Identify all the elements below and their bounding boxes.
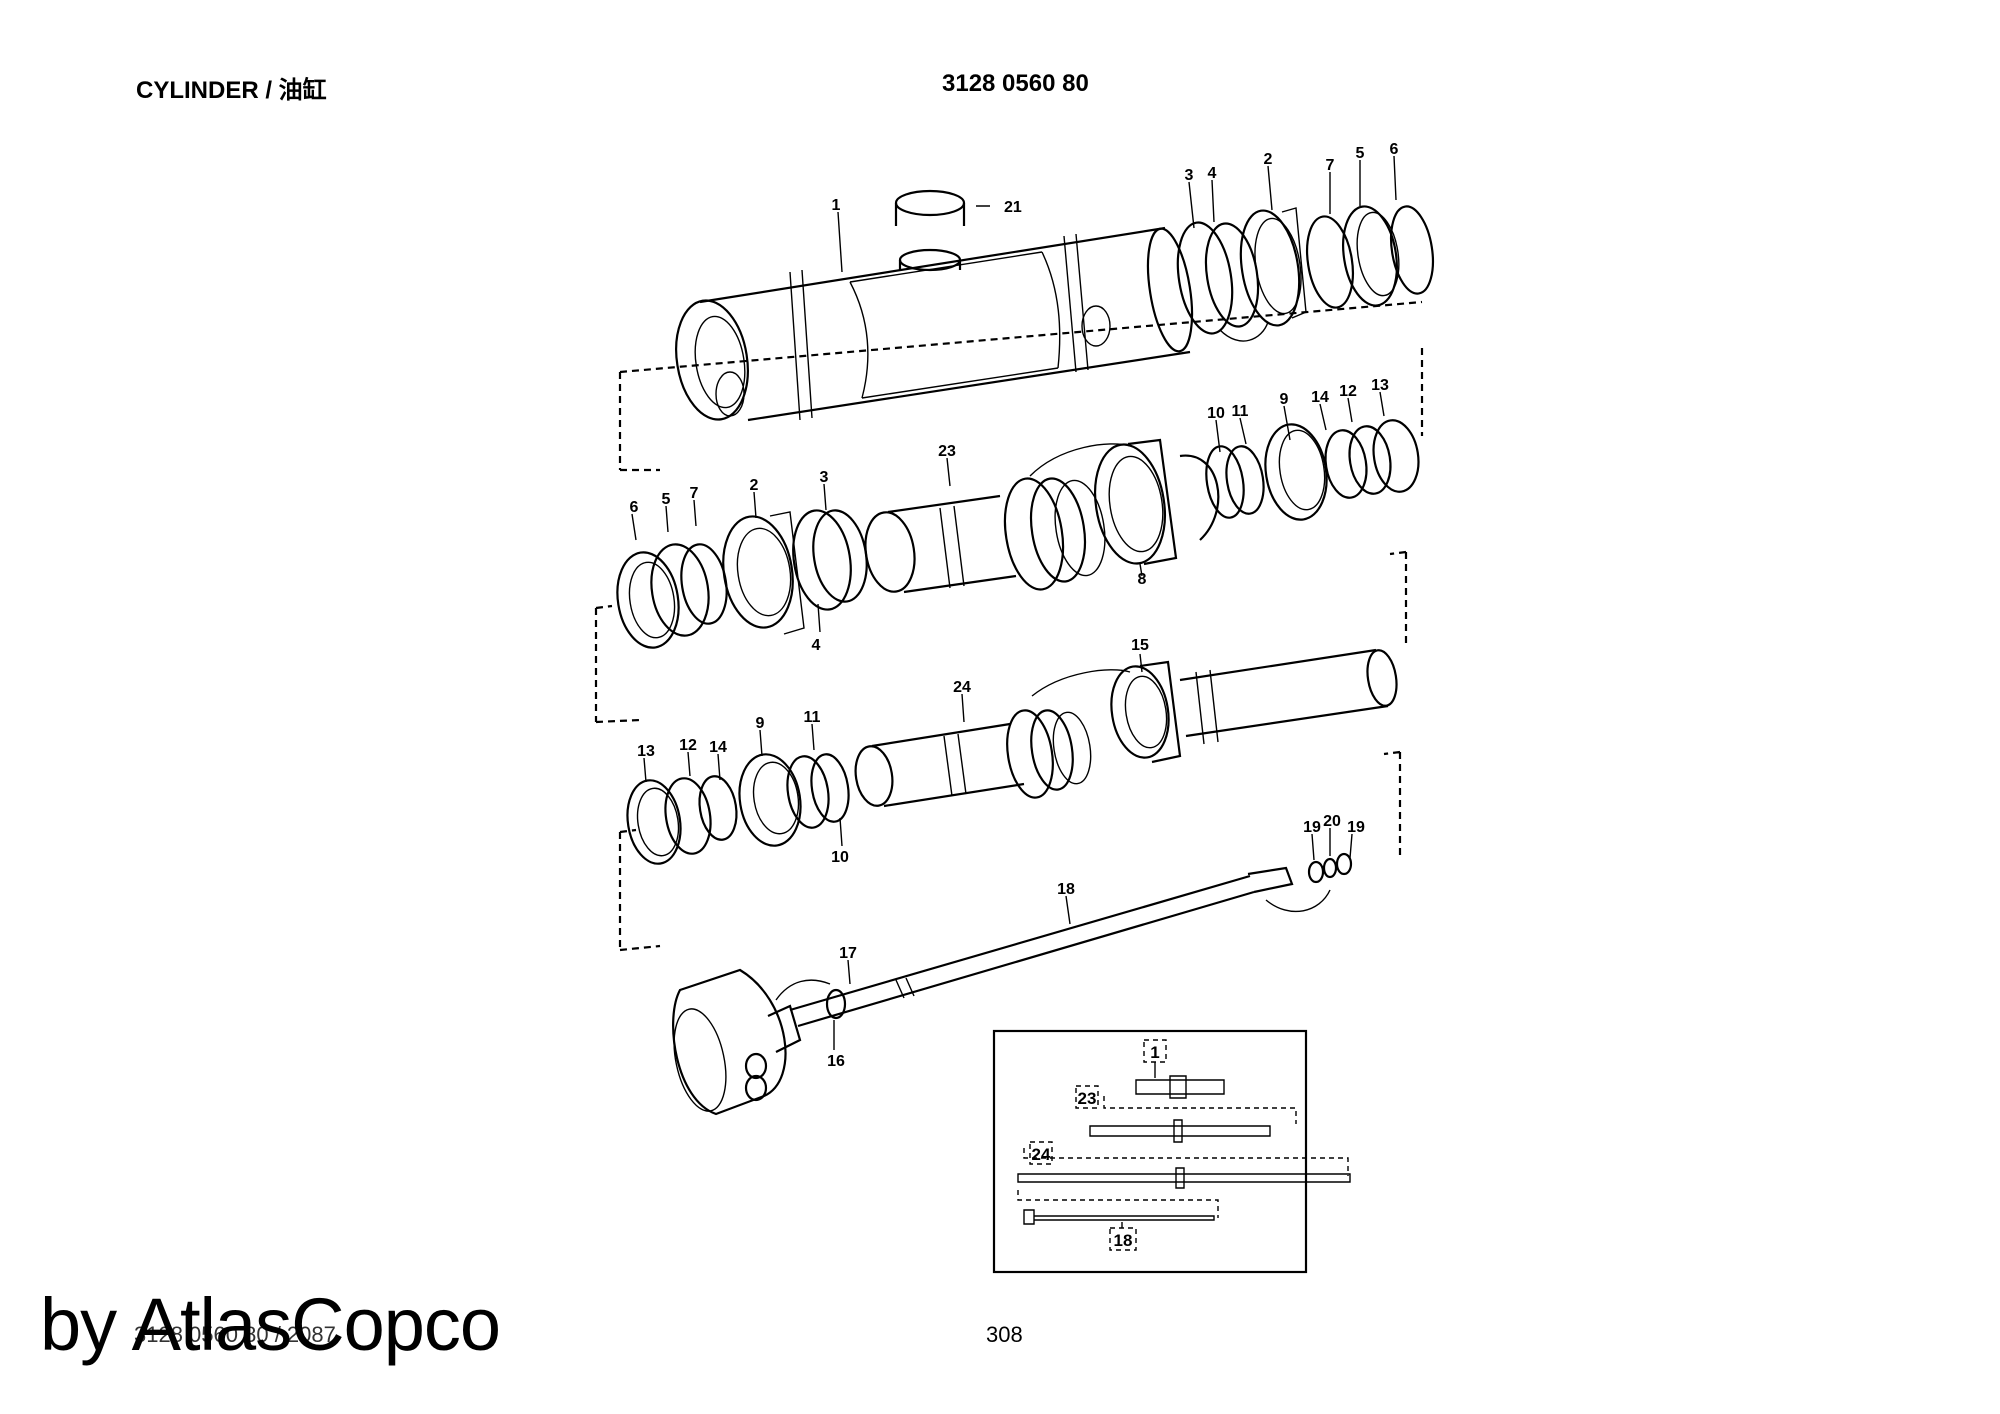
key-label-18: 18 bbox=[1114, 1231, 1133, 1250]
row2-seals-left bbox=[616, 509, 868, 649]
callout-11: 11 bbox=[1232, 403, 1249, 420]
piston-sleeve bbox=[1029, 438, 1220, 566]
page-title: CYLINDER / 油缸 bbox=[136, 77, 327, 104]
callout-7-row2: 7 bbox=[690, 485, 699, 502]
callout-11-row3: 11 bbox=[804, 709, 821, 726]
callout-12-row3: 12 bbox=[679, 737, 697, 754]
callout-leaders bbox=[631, 155, 1397, 1050]
filler-cap bbox=[894, 189, 966, 272]
callout-6: 6 bbox=[1390, 141, 1399, 158]
callout-10: 10 bbox=[1207, 405, 1225, 422]
callout-13-row3: 13 bbox=[637, 743, 655, 760]
callout-5-row2: 5 bbox=[662, 491, 671, 508]
callout-8: 8 bbox=[1138, 571, 1147, 588]
callout-4-row2: 4 bbox=[812, 637, 821, 654]
callout-1: 1 bbox=[832, 197, 841, 214]
callout-6-row2: 6 bbox=[630, 499, 639, 516]
row3-seals bbox=[626, 753, 850, 865]
callout-14-row3: 14 bbox=[709, 739, 727, 756]
callout-15: 15 bbox=[1131, 637, 1149, 654]
callout-2-row2: 2 bbox=[750, 477, 759, 494]
inner-tube bbox=[854, 648, 1398, 808]
part-number: 3128 0560 80 bbox=[942, 70, 1089, 97]
callout-19-b: 19 bbox=[1347, 819, 1365, 836]
callout-14: 14 bbox=[1311, 389, 1329, 406]
callout-7: 7 bbox=[1326, 157, 1335, 174]
key-diagram: 1 23 24 18 bbox=[992, 1029, 1351, 1274]
callout-21: 21 bbox=[1004, 199, 1022, 216]
callout-17: 17 bbox=[839, 945, 857, 962]
callout-3-row2: 3 bbox=[820, 469, 829, 486]
piston-rod bbox=[789, 852, 1353, 1028]
callout-9: 9 bbox=[1280, 391, 1289, 408]
row2-seals-right bbox=[1205, 419, 1420, 521]
callout-24: 24 bbox=[953, 679, 971, 696]
callout-13: 13 bbox=[1371, 377, 1389, 394]
callout-19: 19 bbox=[1303, 819, 1321, 836]
callout-10-row3: 10 bbox=[831, 849, 849, 866]
piston-rod-tube bbox=[864, 477, 1106, 594]
cylinder-tube bbox=[675, 226, 1194, 422]
callout-5: 5 bbox=[1356, 145, 1365, 162]
key-label-24: 24 bbox=[1032, 1145, 1051, 1164]
page-number: 308 bbox=[986, 1322, 1023, 1347]
callout-12: 12 bbox=[1339, 383, 1357, 400]
key-label-23: 23 bbox=[1078, 1089, 1097, 1108]
callout-23: 23 bbox=[938, 443, 956, 460]
key-label-1: 1 bbox=[1150, 1043, 1159, 1062]
callout-9-row3: 9 bbox=[756, 715, 765, 732]
callout-2: 2 bbox=[1264, 151, 1273, 168]
watermark: by AtlasCopco bbox=[40, 1283, 501, 1366]
callout-18: 18 bbox=[1057, 881, 1075, 898]
document-reference: 3128 0560 80 / 2087 bbox=[134, 1322, 336, 1347]
cylinder-head bbox=[672, 968, 847, 1116]
callout-4: 4 bbox=[1208, 165, 1217, 182]
callout-3: 3 bbox=[1185, 167, 1194, 184]
callout-20: 20 bbox=[1323, 813, 1341, 830]
callout-16: 16 bbox=[827, 1053, 845, 1070]
callout-labels: 1 21 3 4 2 7 5 6 23 10 11 9 14 12 13 6 5… bbox=[630, 141, 1399, 1070]
